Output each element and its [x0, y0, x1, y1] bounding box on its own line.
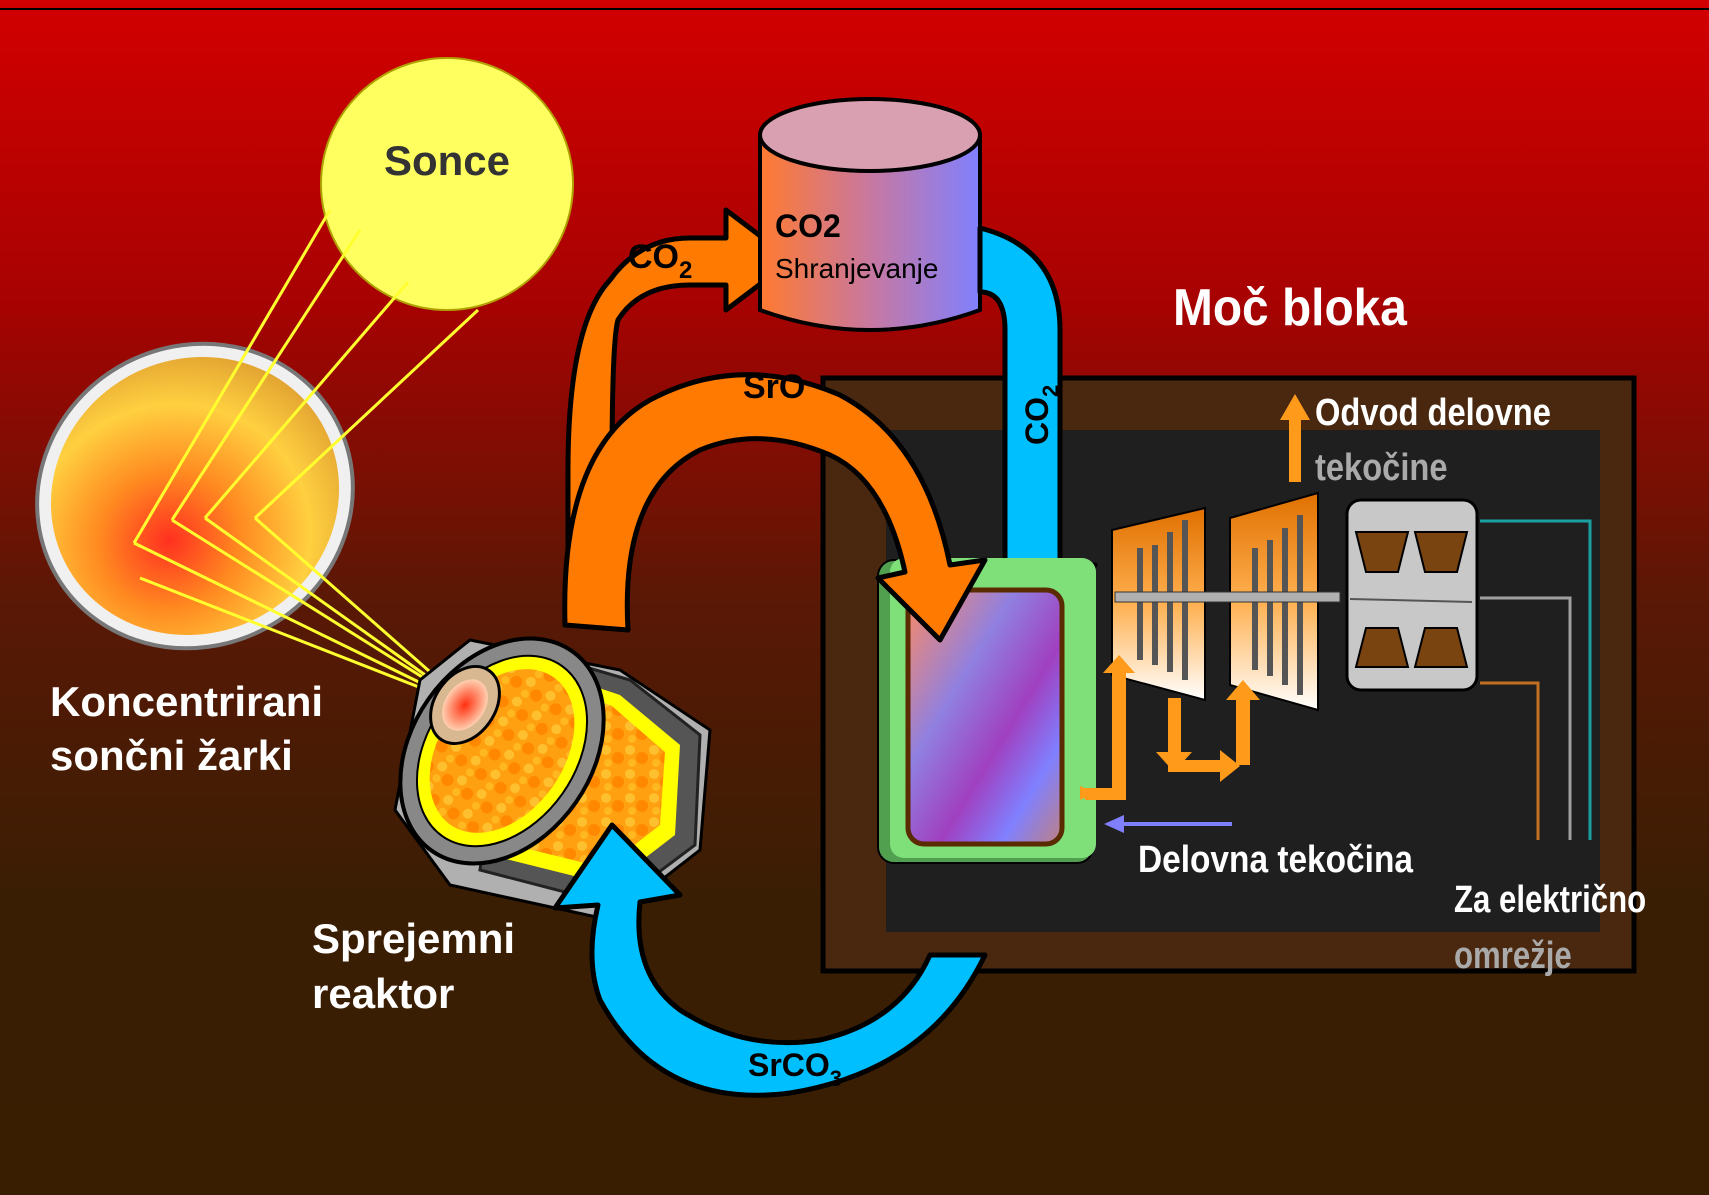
grid-wires [1480, 519, 1592, 840]
svg-text:omrežje: omrežje [1454, 935, 1572, 977]
heat-exchanger-vessel [905, 587, 1065, 847]
grid-label: Za električno omrežje [1454, 879, 1646, 977]
svg-text:tekočine: tekočine [1315, 446, 1448, 489]
generator [1345, 498, 1479, 692]
working-fluid-label: Delovna tekočina [1138, 838, 1414, 880]
reactor-label: Sprejemni reaktor [312, 915, 515, 1017]
storage-title: CO2 [775, 208, 841, 244]
turbine-shaft [1114, 591, 1341, 603]
power-block-title: Moč bloka [1173, 278, 1408, 336]
solar-concentrator-dish [35, 341, 355, 651]
sro-arrow: SrO [562, 368, 988, 643]
exhaust-label: Odvod delovne tekočine [1315, 391, 1551, 489]
svg-text:reaktor: reaktor [312, 970, 454, 1017]
working-fluid-inlet-arrow [1104, 815, 1232, 833]
svg-text:Sprejemni: Sprejemni [312, 915, 515, 962]
co2-storage-tank: CO2 Shranjevanje [758, 97, 982, 332]
svg-text:Za električno: Za električno [1454, 879, 1646, 921]
sun-label: Sonce [384, 137, 510, 184]
receiver-reactor [393, 636, 712, 922]
sro-label: SrO [743, 368, 805, 406]
exhaust-arrow [1280, 394, 1310, 482]
srco3-label: SrCO3 [748, 1047, 842, 1091]
concentrated-rays-label: Koncentrirani sončni žarki [50, 678, 323, 779]
storage-subtitle: Shranjevanje [775, 253, 938, 284]
working-fluid-arrows [1080, 655, 1260, 800]
svg-text:sončni žarki: sončni žarki [50, 732, 293, 779]
sun-rays [132, 209, 480, 544]
svg-text:Koncentrirani: Koncentrirani [50, 678, 323, 725]
svg-text:Odvod delovne: Odvod delovne [1315, 391, 1551, 434]
srco3-arrow: SrCO3 [552, 822, 988, 1098]
co2-to-storage-label: CO2 [628, 238, 692, 284]
co2-from-storage-label: CO2 [1019, 385, 1063, 445]
sun: Sonce [320, 57, 574, 311]
